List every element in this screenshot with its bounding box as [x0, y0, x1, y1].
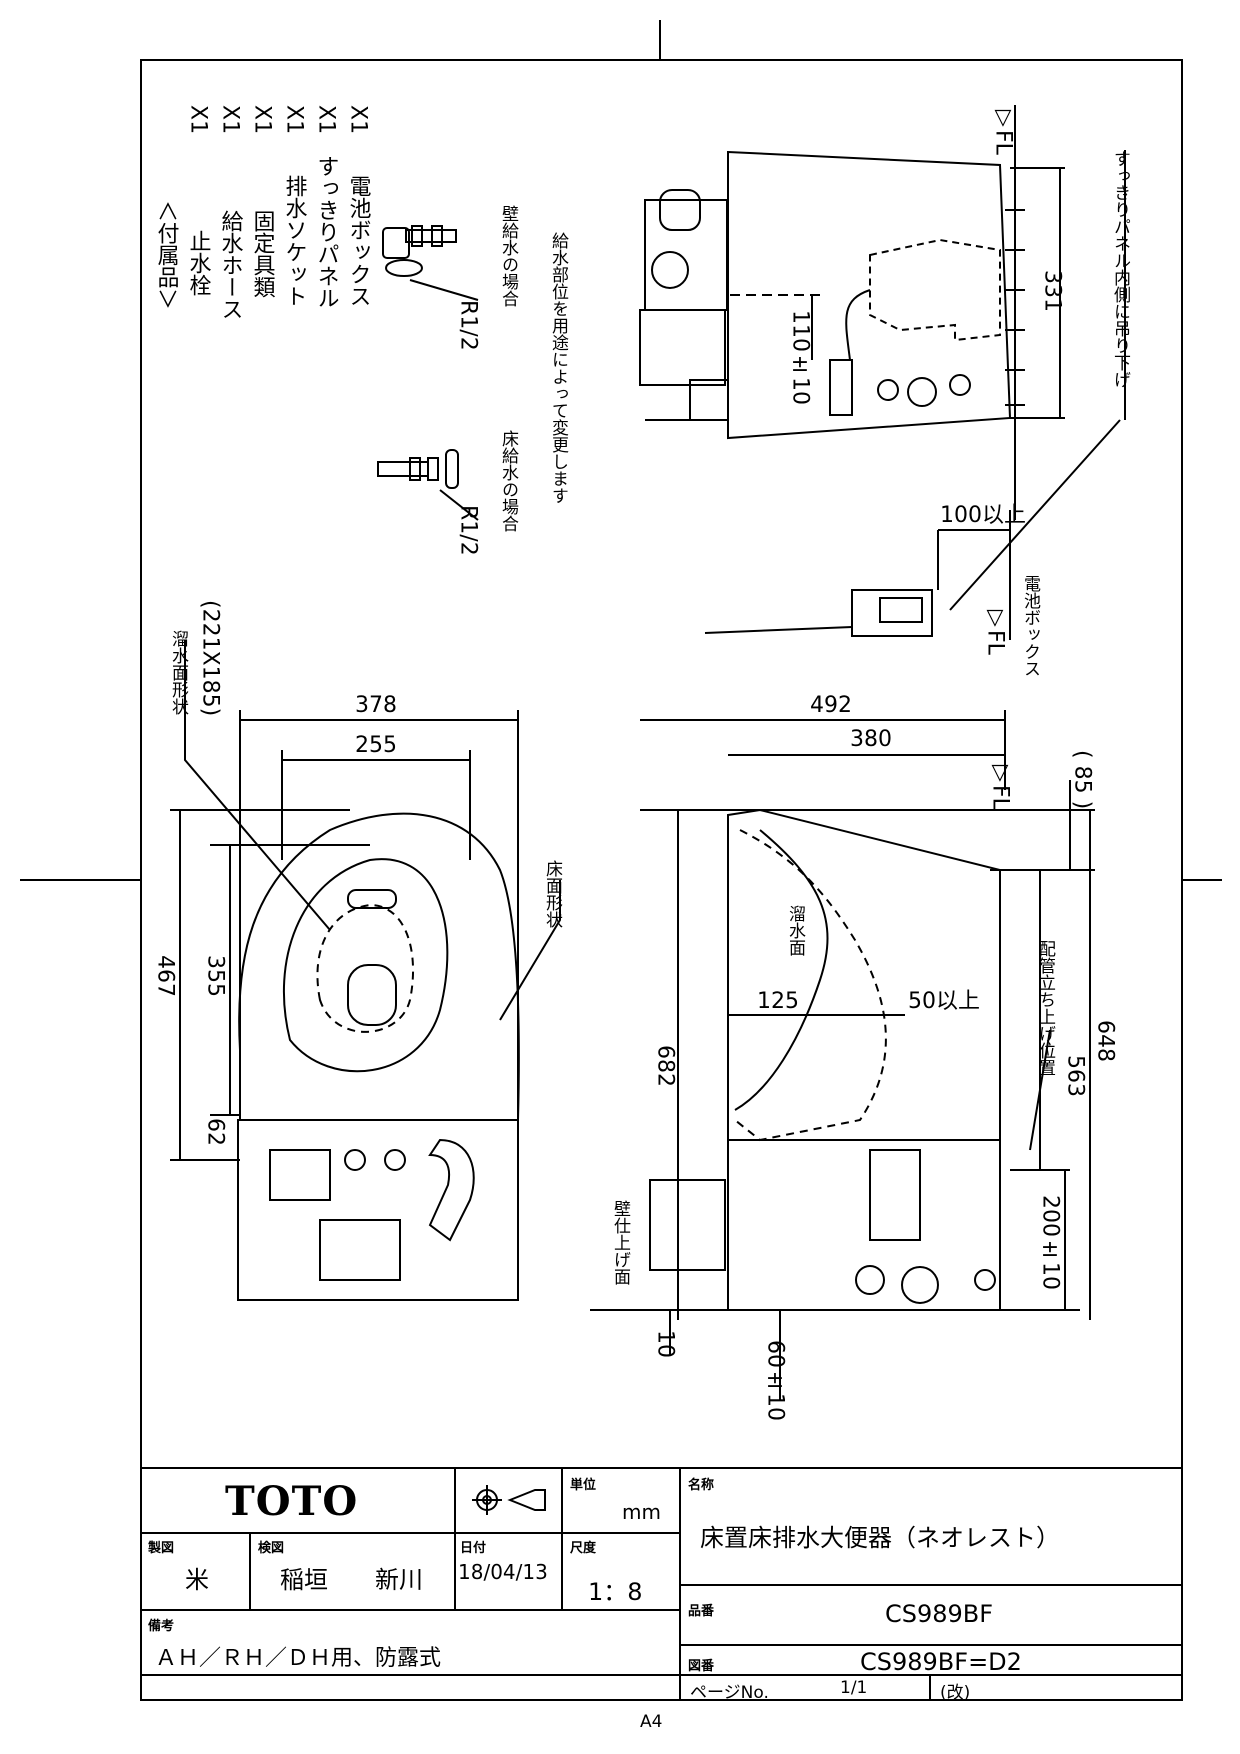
remarks-value: ＡＨ／ＲＨ／ＤＨ用、防露式 [155, 1646, 442, 1671]
dim-plan-378: 378 [355, 693, 397, 718]
fl-label-top: ▽FL [991, 105, 1016, 156]
accessory-item-5: すっきりパネル [314, 155, 339, 309]
accessory-qty-3: X1 [250, 105, 275, 134]
drawing-number: CS989BF=D2 [860, 1648, 1022, 1676]
wall-finish-label: 壁仕上げ面 [610, 1200, 631, 1285]
water-surface-dims: (221X185) [198, 600, 223, 716]
panel-view [639, 105, 1126, 611]
accessory-qty-2: X1 [218, 105, 243, 134]
dim-panel-110: 110±10 [788, 310, 813, 405]
title-block-grid [140, 1467, 1183, 1701]
floor-supply-label: 床給水の場合 [498, 430, 519, 532]
accessory-item-2: 給水ホース [218, 210, 244, 320]
unit-value: mm [622, 1500, 661, 1524]
accessory-qty-4: X1 [282, 105, 307, 134]
dim-side-200: 200±10 [1038, 1195, 1063, 1290]
accessory-list: ＜付属品＞ 止水栓 給水ホース 固定具類 排水ソケット すっきりパネル 電池ボッ… [154, 105, 372, 320]
drawing-label: 図番 [688, 1659, 715, 1674]
date-value: 18/04/13 [458, 1560, 548, 1584]
dim-battery-100: 100以上 [940, 503, 1026, 528]
checker-label: 検図 [258, 1541, 285, 1556]
part-number: CS989BF [885, 1600, 994, 1628]
page-value: 1/1 [840, 1678, 868, 1698]
accessory-item-1: 止水栓 [186, 230, 212, 296]
remarks-label: 備考 [148, 1619, 175, 1634]
drafter-label: 製図 [148, 1541, 175, 1556]
panel-note: すっきりパネル内側に吊り下げ [1110, 150, 1131, 388]
accessory-qty-1: X1 [186, 105, 211, 134]
page-label: ページNo. [690, 1683, 769, 1703]
accessory-qty-6: X1 [346, 105, 371, 134]
accessory-item-6: 電池ボックス [346, 175, 372, 307]
name-label: 名称 [688, 1478, 715, 1493]
fl-label-battery: ▽FL [983, 605, 1008, 656]
accessory-item-3: 固定具類 [250, 210, 276, 298]
dim-side-10: 10 [653, 1330, 678, 1358]
battery-box-sketch [704, 510, 1011, 640]
wall-supply-pipe-size: R1/2 [456, 300, 481, 351]
dim-side-563: 563 [1063, 1055, 1088, 1097]
water-surface-shape-label: 溜水面形状 [168, 630, 189, 715]
dim-side-85: ( 85 ) [1070, 750, 1095, 809]
accessory-item-4: 排水ソケット [282, 175, 308, 307]
water-surface-label: 溜水面 [785, 905, 806, 956]
checker-name-1: 稲垣 [280, 1566, 328, 1594]
dim-side-125: 125 [757, 989, 799, 1014]
drafter-name: 米 [185, 1566, 209, 1594]
dim-plan-467: 467 [153, 955, 178, 997]
floor-supply-valve [377, 449, 479, 521]
plan-view [170, 640, 561, 1301]
dim-side-648: 648 [1093, 1020, 1118, 1062]
paper-size: A4 [640, 1712, 663, 1732]
product-name: 床置床排水大便器（ネオレスト） [700, 1524, 1060, 1552]
toto-logo: TOTO [225, 1478, 359, 1525]
battery-box-label: 電池ボックス [1020, 575, 1041, 677]
accessory-qty-5: X1 [314, 105, 339, 134]
floor-shape-label: 床面形状 [542, 860, 563, 928]
unit-label: 単位 [570, 1478, 597, 1493]
scale-label: 尺度 [570, 1541, 597, 1556]
dim-side-492: 492 [810, 693, 852, 718]
part-label: 品番 [688, 1604, 715, 1619]
accessories-header: ＜付属品＞ [154, 200, 180, 310]
supply-note: 給水部位を用途によって変更します [548, 232, 569, 504]
dim-plan-255: 255 [355, 733, 397, 758]
dim-side-60: 60±10 [763, 1340, 788, 1421]
dim-side-50: 50以上 [908, 989, 980, 1014]
dim-panel-331: 331 [1040, 270, 1065, 312]
side-view [590, 710, 1095, 1400]
dim-plan-62: 62 [203, 1118, 228, 1146]
scale-value: 1：8 [588, 1578, 643, 1606]
dim-side-380: 380 [850, 727, 892, 752]
checker-name-2: 新川 [375, 1566, 423, 1594]
floor-supply-pipe-size: R1/2 [456, 505, 481, 556]
pipe-position-label: 配管立ち上げ位置 [1035, 940, 1056, 1076]
dim-side-682: 682 [653, 1045, 678, 1087]
wall-supply-valve [382, 225, 479, 301]
projection-symbol [472, 1485, 546, 1515]
fl-label-side: ▽FL [988, 760, 1013, 811]
wall-supply-label: 壁給水の場合 [498, 205, 519, 307]
dim-plan-355: 355 [203, 955, 228, 997]
date-label: 日付 [460, 1541, 487, 1556]
revision-label: (改) [940, 1683, 971, 1703]
